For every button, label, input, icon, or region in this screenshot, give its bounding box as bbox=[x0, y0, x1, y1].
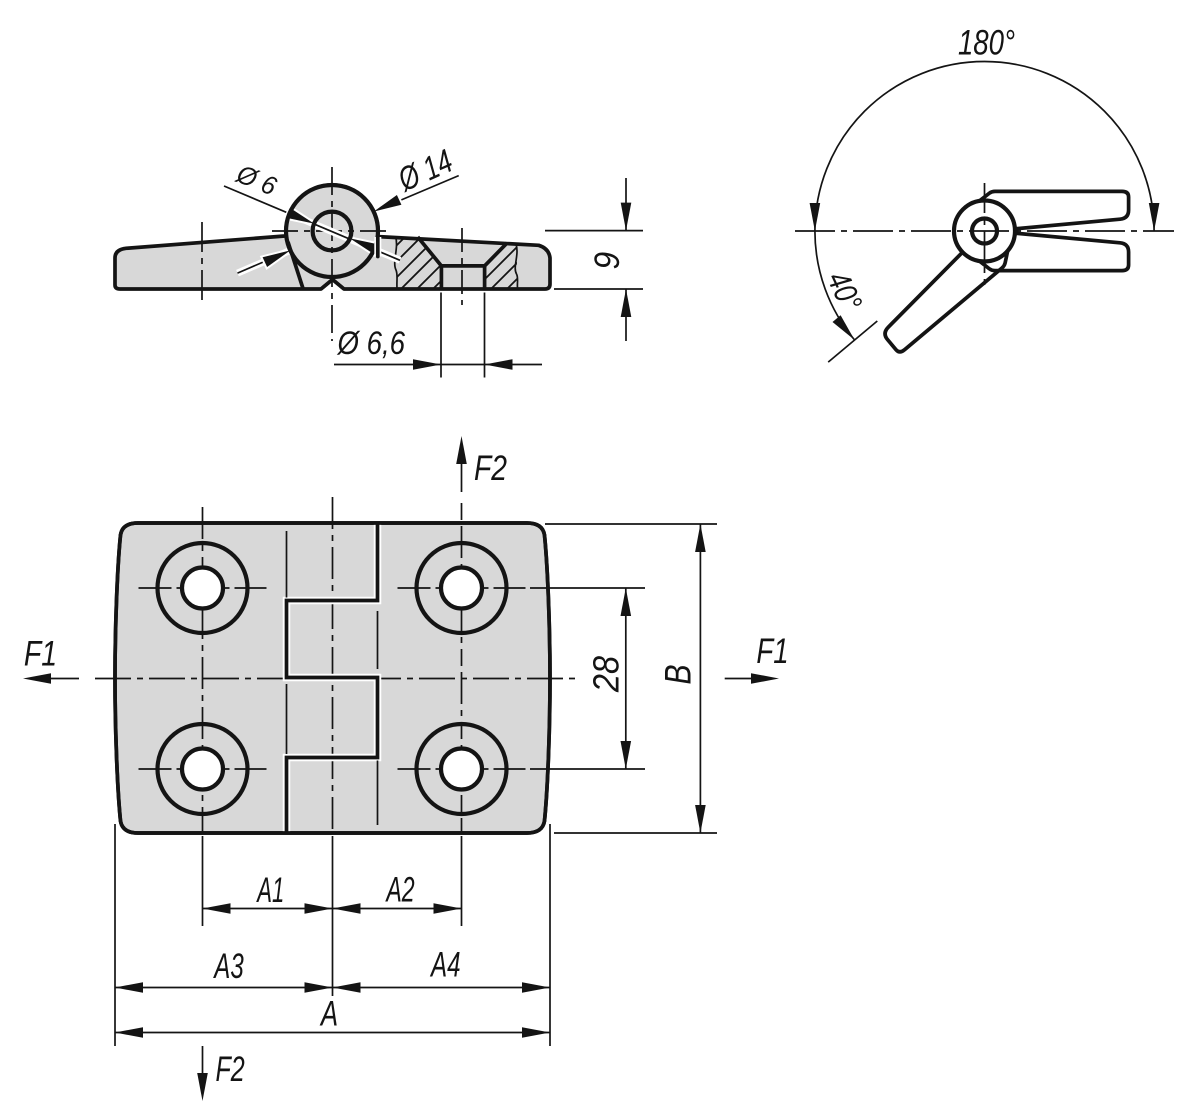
svg-text:180°: 180° bbox=[958, 23, 1015, 62]
svg-text:Ø 6,6: Ø 6,6 bbox=[337, 325, 406, 361]
svg-text:9: 9 bbox=[588, 252, 627, 270]
svg-text:A3: A3 bbox=[213, 947, 244, 986]
svg-text:F1: F1 bbox=[756, 632, 788, 671]
svg-text:F1: F1 bbox=[24, 635, 57, 674]
svg-text:A1: A1 bbox=[256, 871, 284, 910]
svg-text:B: B bbox=[657, 664, 698, 684]
svg-text:A2: A2 bbox=[385, 871, 415, 910]
svg-text:A4: A4 bbox=[430, 946, 461, 985]
svg-text:F2: F2 bbox=[215, 1050, 244, 1089]
svg-text:F2: F2 bbox=[474, 449, 507, 488]
svg-text:28: 28 bbox=[585, 656, 626, 693]
svg-text:A: A bbox=[319, 995, 338, 1034]
